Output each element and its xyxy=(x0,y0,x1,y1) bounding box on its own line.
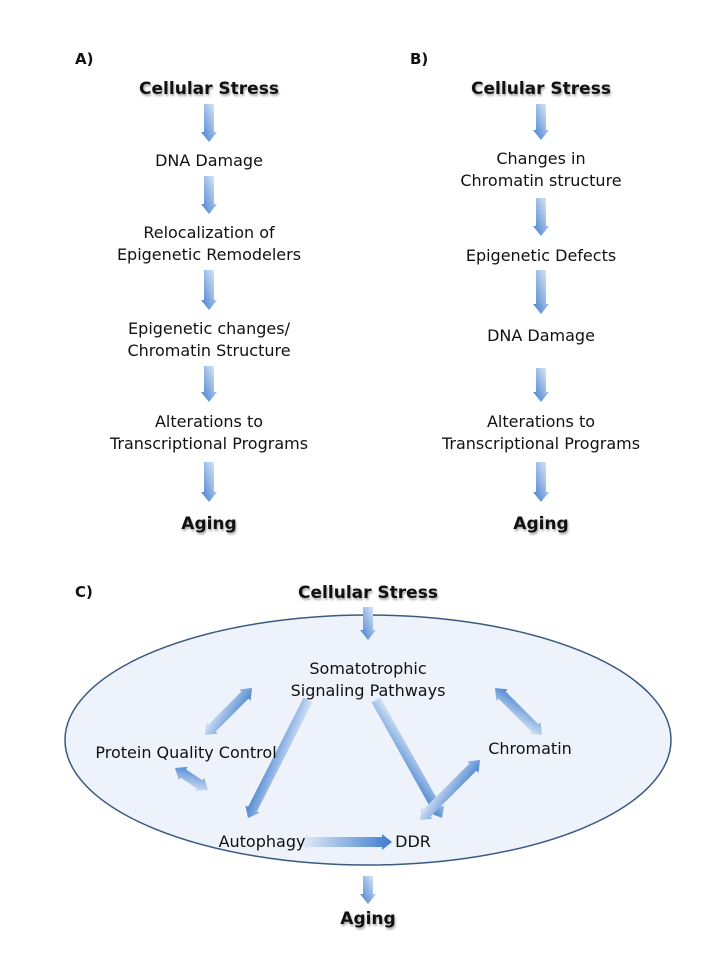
c-output-aging: Aging xyxy=(340,909,396,929)
c-arrow-autophagy-ddr xyxy=(298,834,392,850)
a-arrow-2 xyxy=(201,176,217,214)
b-arrow-2 xyxy=(533,198,549,236)
a-arrow-3 xyxy=(201,270,217,310)
b-arrow-5 xyxy=(533,462,549,502)
c-node-chromatin: Chromatin xyxy=(488,739,572,758)
panel-b-label: B) xyxy=(410,50,429,68)
b-arrow-4 xyxy=(533,368,549,402)
a-node-epigenetic-changes: Epigenetic changes/Chromatin Structure xyxy=(127,319,291,360)
c-arrow-chromatin-somato xyxy=(495,688,542,735)
a-node-cellular-stress: Cellular Stress xyxy=(139,79,279,99)
c-arrow-ddr-chromatin xyxy=(420,760,480,820)
a-arrow-1 xyxy=(201,104,217,142)
c-arrow-pqc-somato xyxy=(205,688,252,735)
a-arrow-5 xyxy=(201,462,217,502)
system-ellipse xyxy=(64,614,672,866)
c-arrow-somato-ddr xyxy=(371,697,445,819)
c-arrow-somato-autophagy xyxy=(245,697,313,818)
c-input-cellular-stress: Cellular Stress xyxy=(298,583,438,603)
b-arrow-1 xyxy=(533,104,549,140)
c-arrow-autophagy-pqc xyxy=(174,766,208,792)
b-node-dna-damage: DNA Damage xyxy=(487,326,595,345)
a-arrow-4 xyxy=(201,366,217,402)
c-node-autophagy: Autophagy xyxy=(218,832,306,851)
panel-c-label: C) xyxy=(75,583,93,601)
c-node-ddr: DDR xyxy=(395,832,431,851)
a-node-aging: Aging xyxy=(181,514,237,534)
a-node-dna-damage: DNA Damage xyxy=(155,151,263,170)
c-node-protein-quality-control: Protein Quality Control xyxy=(95,743,277,762)
c-arrow-input xyxy=(360,607,376,640)
b-node-aging: Aging xyxy=(513,514,569,534)
b-node-epigenetic-defects: Epigenetic Defects xyxy=(465,246,617,265)
b-node-cellular-stress: Cellular Stress xyxy=(471,79,611,99)
b-arrow-3 xyxy=(533,270,549,314)
c-arrow-output xyxy=(360,876,376,904)
panel-a-label: A) xyxy=(75,50,94,68)
